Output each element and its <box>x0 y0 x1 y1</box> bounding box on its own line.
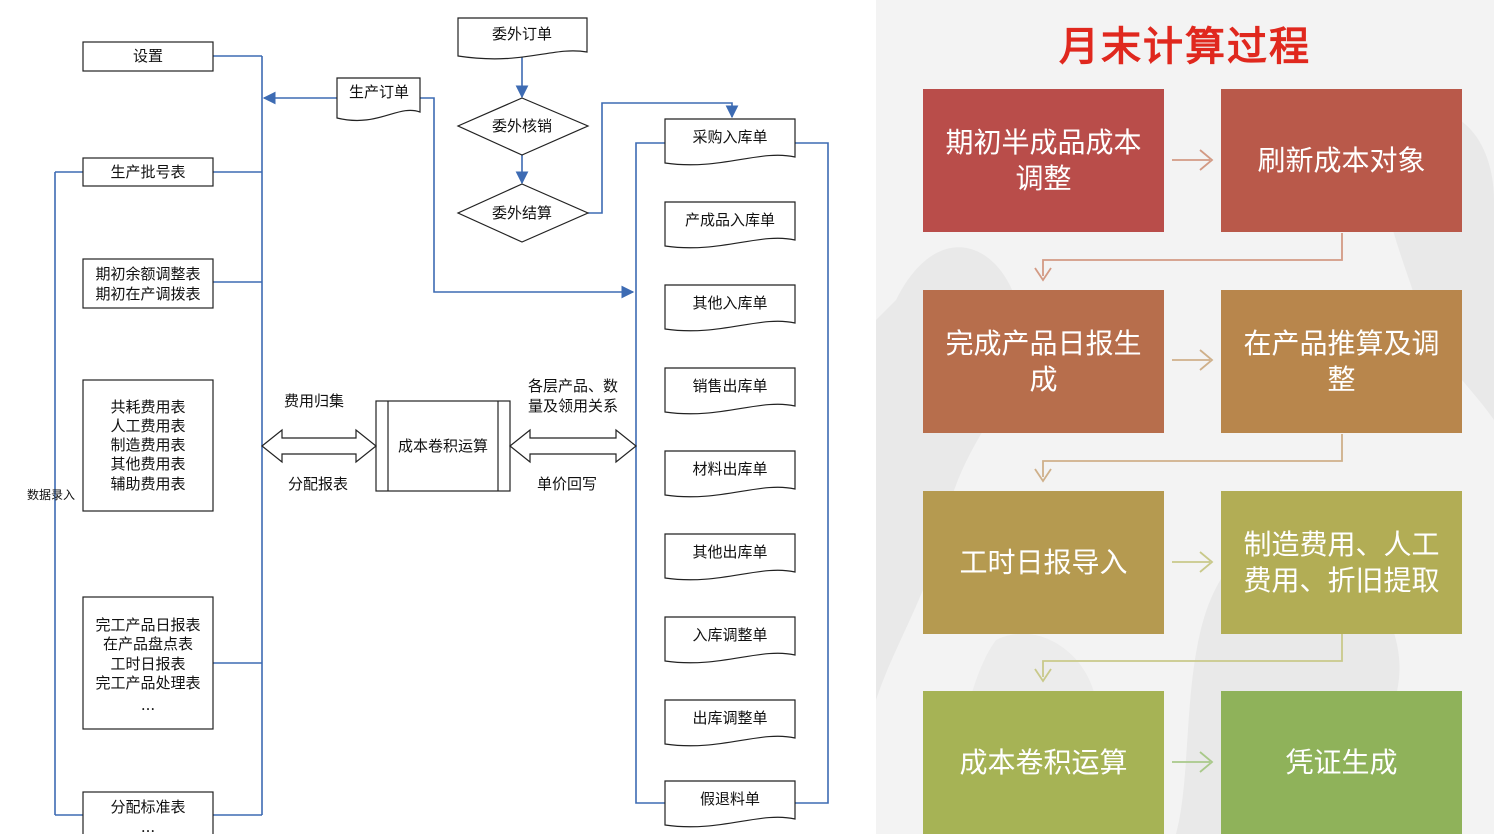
allocation-line-2: ... <box>141 818 155 834</box>
production-order-label: 生产订单 <box>349 83 409 101</box>
finished-goods-receipt-doc-label: 产成品入库单 <box>685 211 775 229</box>
sales-issue-doc-shape <box>664 367 796 415</box>
opening-box <box>82 258 214 309</box>
report-line-2: 在产品盘点表 <box>103 635 193 653</box>
outsource-settle-diamond <box>456 183 590 243</box>
batch-table-box <box>82 157 214 187</box>
report-line-5: ... <box>141 696 155 714</box>
allocation-report-label: 分配报表 <box>288 475 348 493</box>
step-voucher-generation: 凭证生成 <box>1221 691 1462 834</box>
receipt-adjustment-doc-label: 入库调整单 <box>692 626 767 644</box>
false-return-doc-label: 假退料单 <box>700 790 760 808</box>
data-entry-label: 数据录入 <box>27 487 75 502</box>
other-issue-doc-label: 其他出库单 <box>692 543 767 561</box>
false-return-doc-shape <box>664 780 796 828</box>
expense-line-3: 制造费用表 <box>110 436 185 454</box>
issue-adjustment-doc-label: 出库调整单 <box>692 709 767 727</box>
outsource-order-label: 委外订单 <box>492 25 552 43</box>
report-line-4: 完工产品处理表 <box>95 674 200 692</box>
issue-adjustment-doc-shape <box>664 699 796 747</box>
expense-line-2: 人工费用表 <box>110 417 185 435</box>
report-line-3: 工时日报表 <box>110 655 185 673</box>
receipt-adjustment-doc-shape <box>664 616 796 664</box>
expenses-box <box>82 379 214 512</box>
report-line-1: 完工产品日报表 <box>95 616 200 634</box>
panel-title: 月末计算过程 <box>1059 24 1311 70</box>
expense-collect-label: 费用归集 <box>284 392 344 410</box>
outsource-settle-label: 委外结算 <box>492 204 552 222</box>
step-opening-semi-adjust: 期初半成品成本调整 <box>923 89 1164 232</box>
material-issue-doc-shape <box>664 450 796 498</box>
other-receipt-doc-shape <box>664 284 796 332</box>
batch-table-label: 生产批号表 <box>110 163 185 181</box>
outsource-order-shape <box>457 17 588 60</box>
month-end-panel: 月末计算过程 期初半成品成本调整 刷新成本对 <box>876 0 1494 834</box>
production-order-shape <box>336 77 421 122</box>
expense-line-1: 共耗费用表 <box>110 398 185 416</box>
document-double-arrow <box>509 428 637 464</box>
layer-relation-line-1: 各层产品、数 <box>528 377 618 395</box>
cost-rollup-box <box>375 400 511 492</box>
step-cost-rollup: 成本卷积运算 <box>923 691 1164 834</box>
expense-line-4: 其他费用表 <box>110 455 185 473</box>
layer-relation-line-2: 量及领用关系 <box>528 397 618 415</box>
step-expense-extraction: 制造费用、人工费用、折旧提取 <box>1221 491 1462 634</box>
expense-double-arrow <box>261 428 377 464</box>
cost-flow-diagram: 设置 生产批号表 期初余额调整表 期初在产调拨表 共耗费用表 人工费用表 制造费… <box>27 17 829 834</box>
expense-line-5: 辅助费用表 <box>110 475 185 493</box>
other-issue-doc-shape <box>664 533 796 581</box>
unit-price-writeback-label: 单价回写 <box>537 475 597 493</box>
outsource-verify-label: 委外核销 <box>492 117 552 135</box>
sales-issue-doc-label: 销售出库单 <box>692 377 767 395</box>
reports-box <box>82 596 214 730</box>
opening-line-2: 期初在产调拨表 <box>95 285 200 303</box>
opening-line-1: 期初余额调整表 <box>95 265 200 283</box>
material-issue-doc-label: 材料出库单 <box>692 460 767 478</box>
outsource-verify-diamond <box>456 97 590 156</box>
settings-box <box>82 41 214 72</box>
left-connectors <box>54 55 829 816</box>
other-receipt-doc-label: 其他入库单 <box>692 294 767 312</box>
allocation-line-1: 分配标准表 <box>110 798 185 816</box>
step-finished-daily-report: 完成产品日报生成 <box>923 290 1164 433</box>
step-connectors <box>1034 149 1343 773</box>
purchase-receipt-doc-shape <box>664 118 796 166</box>
step-labor-hours-import: 工时日报导入 <box>923 491 1164 634</box>
step-refresh-cost-object: 刷新成本对象 <box>1221 89 1462 232</box>
cost-rollup-label: 成本卷积运算 <box>398 437 488 455</box>
purchase-receipt-doc-label: 采购入库单 <box>692 128 767 146</box>
documents-column: 采购入库单产成品入库单其他入库单销售出库单材料出库单其他出库单入库调整单出库调整… <box>664 118 796 828</box>
finished-goods-receipt-doc-shape <box>664 201 796 249</box>
settings-label: 设置 <box>133 47 163 65</box>
step-wip-estimate: 在产品推算及调整 <box>1221 290 1462 433</box>
allocation-box <box>82 791 214 834</box>
